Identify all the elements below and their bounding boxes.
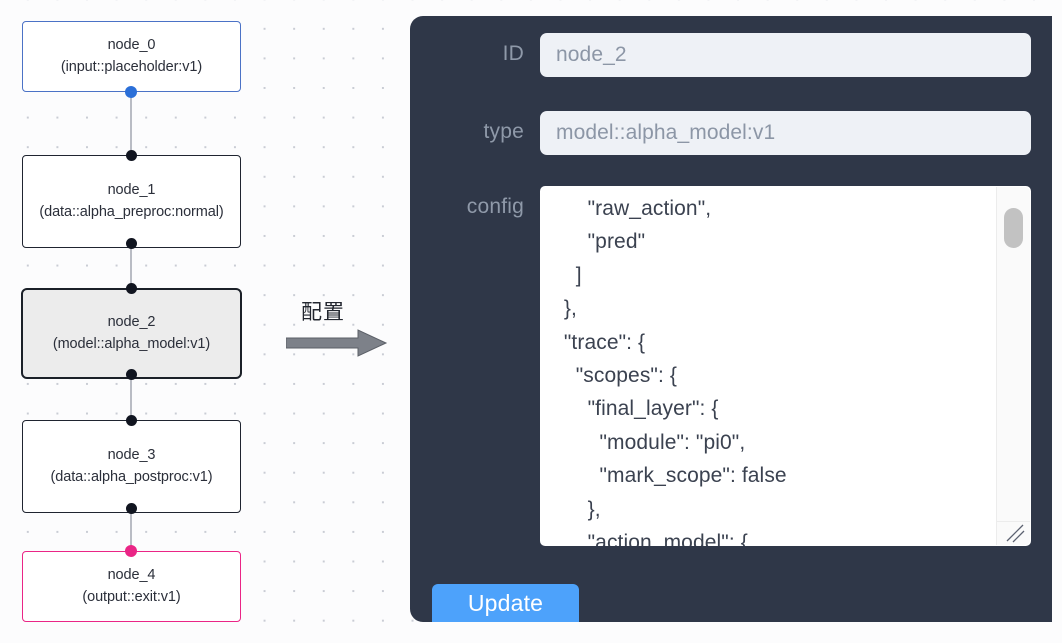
graph-node-type: (data::alpha_postproc:v1) (50, 468, 213, 485)
config-resize-handle[interactable] (996, 521, 1030, 545)
graph-node-type: (data::alpha_preproc:normal) (39, 203, 224, 220)
graph-node-id: node_0 (107, 37, 156, 53)
form-row-type: type (426, 111, 1031, 155)
graph-node-node_0[interactable]: node_0 (input::placeholder:v1) (22, 21, 241, 92)
node_1-input-port[interactable] (126, 150, 137, 161)
graph-node-node_3[interactable]: node_3 (data::alpha_postproc:v1) (22, 420, 241, 513)
node_2-output-port[interactable] (126, 369, 137, 380)
type-field-label: type (483, 120, 524, 143)
graph-node-node_4[interactable]: node_4 (output::exit:v1) (22, 551, 241, 622)
graph-node-type: (input::placeholder:v1) (60, 58, 203, 75)
node_4-input-port[interactable] (125, 545, 137, 557)
form-row-id: ID (426, 33, 1031, 77)
node_3-output-port[interactable] (126, 503, 137, 514)
config-textarea[interactable]: "raw_action", "pred" ] }, "trace": { "sc… (540, 186, 1031, 546)
config-scrollbar-thumb[interactable] (1004, 208, 1023, 248)
edge-node0-node1 (130, 92, 133, 160)
graph-node-node_1[interactable]: node_1 (data::alpha_preproc:normal) (22, 155, 241, 248)
config-field-label: config (466, 195, 524, 218)
type-input[interactable] (540, 111, 1031, 155)
edge-node2-node3 (130, 374, 133, 425)
graph-node-type: (model::alpha_model:v1) (52, 335, 211, 352)
node_1-output-port[interactable] (126, 238, 137, 249)
graph-node-id: node_4 (107, 567, 156, 583)
config-textarea-wrap: "raw_action", "pred" ] }, "trace": { "sc… (540, 186, 1031, 546)
update-button[interactable]: Update (432, 584, 579, 622)
flow-arrow-label: 配置 (301, 300, 345, 324)
id-input[interactable] (540, 33, 1031, 77)
resize-grip-icon (1006, 524, 1025, 543)
node_0-output-port[interactable] (125, 86, 137, 98)
node_3-input-port[interactable] (126, 415, 137, 426)
right-arrow-icon (286, 329, 388, 357)
node_2-input-port[interactable] (126, 283, 137, 294)
graph-node-node_2[interactable]: node_2 (model::alpha_model:v1) (21, 288, 242, 379)
id-field-label: ID (502, 42, 524, 65)
node-config-panel: ID type config "raw_action", "pred" ] },… (410, 16, 1052, 622)
graph-node-id: node_2 (107, 314, 156, 330)
graph-node-id: node_1 (107, 182, 156, 198)
graph-node-id: node_3 (107, 447, 156, 463)
graph-node-type: (output::exit:v1) (82, 588, 181, 605)
form-row-config: config "raw_action", "pred" ] }, "trace"… (426, 186, 1031, 546)
edge-node1-node2 (130, 243, 133, 293)
edge-node3-node4 (130, 508, 133, 556)
flow-arrow-group: 配置 (286, 296, 398, 358)
config-scrollbar[interactable] (996, 187, 1030, 523)
